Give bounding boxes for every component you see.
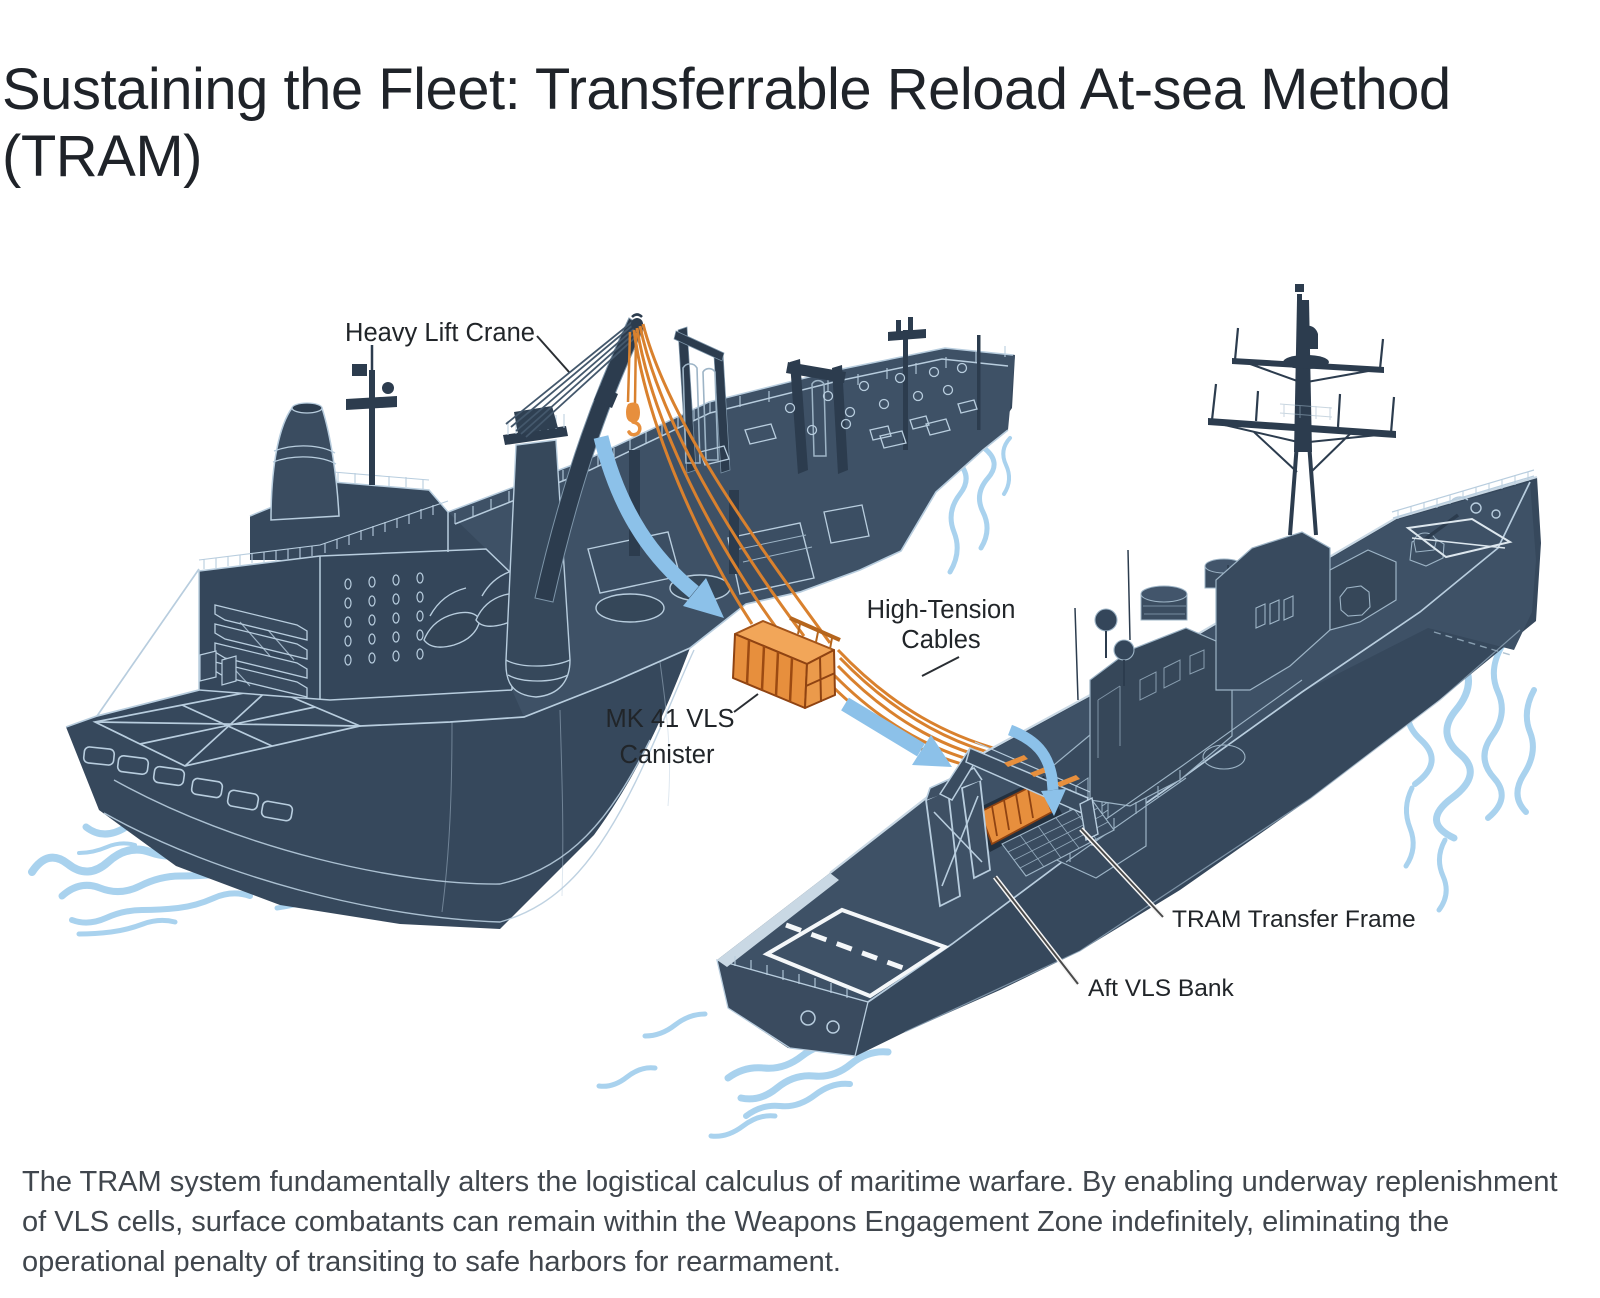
svg-text:High-Tension: High-Tension [867, 596, 1016, 624]
svg-text:Aft VLS Bank: Aft VLS Bank [1088, 975, 1234, 1002]
svg-text:Cables: Cables [901, 626, 980, 654]
svg-text:MK 41 VLS: MK 41 VLS [606, 705, 735, 733]
svg-text:Heavy Lift Crane: Heavy Lift Crane [345, 319, 535, 347]
svg-text:TRAM Transfer Frame: TRAM Transfer Frame [1172, 906, 1416, 933]
svg-text:Canister: Canister [620, 741, 715, 769]
